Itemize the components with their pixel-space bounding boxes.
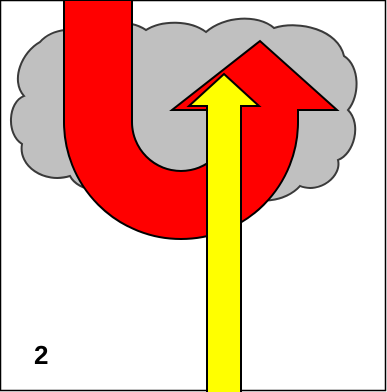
panel-number: 2 [34,342,48,368]
